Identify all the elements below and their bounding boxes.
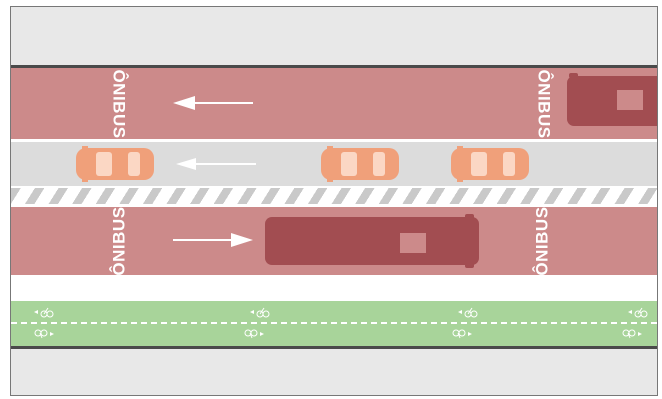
bus-bottom-window bbox=[400, 233, 426, 253]
curb-bottom bbox=[11, 346, 657, 349]
bicycle-icon bbox=[34, 329, 54, 339]
onibus-label-bottom-right: ÔNIBUS bbox=[532, 206, 552, 276]
bicycle-icon bbox=[458, 307, 478, 318]
lane-line-1 bbox=[11, 139, 657, 142]
bike-buffer bbox=[11, 275, 657, 301]
car-lane bbox=[11, 142, 657, 186]
bicycle-icon bbox=[244, 329, 264, 339]
bicycle-icon bbox=[622, 329, 642, 339]
bike-lane-center-line bbox=[11, 322, 657, 324]
car-icon-1 bbox=[76, 146, 154, 182]
arrow-icon bbox=[176, 158, 256, 170]
car-icon-2 bbox=[321, 146, 399, 182]
buffer-edge-top bbox=[11, 186, 657, 188]
car-icon-3 bbox=[451, 146, 529, 182]
hatched-buffer bbox=[11, 188, 657, 204]
onibus-label-top-left: ÔNIBUS bbox=[109, 69, 129, 139]
arrow-icon bbox=[173, 96, 253, 110]
bus-bottom-mirror-top bbox=[465, 214, 474, 219]
curb-top bbox=[11, 65, 657, 68]
onibus-label-top-right: ÔNIBUS bbox=[534, 69, 554, 139]
bicycle-icon bbox=[34, 307, 54, 318]
bus-top bbox=[567, 73, 657, 126]
buffer-edge-bottom bbox=[11, 204, 657, 207]
bus-lane-top: ÔNIBUS ÔNIBUS bbox=[11, 68, 657, 139]
sidewalk-top bbox=[11, 7, 657, 68]
bus-bottom bbox=[265, 214, 479, 268]
bus-bottom-mirror-bottom bbox=[465, 263, 474, 268]
bus-top-window bbox=[617, 90, 643, 110]
bicycle-icon bbox=[250, 307, 270, 318]
bicycle-icon bbox=[452, 329, 472, 339]
onibus-label-bottom-left: ÔNIBUS bbox=[109, 206, 129, 276]
street-cross-section: ÔNIBUS ÔNIBUS bbox=[10, 6, 658, 396]
bicycle-icon bbox=[628, 307, 648, 318]
sidewalk-bottom bbox=[11, 349, 657, 395]
arrow-icon bbox=[173, 233, 253, 247]
bus-lane-bottom: ÔNIBUS ÔNIBUS bbox=[11, 206, 657, 276]
bus-top-mirror bbox=[569, 73, 578, 78]
bike-lane bbox=[11, 301, 657, 346]
